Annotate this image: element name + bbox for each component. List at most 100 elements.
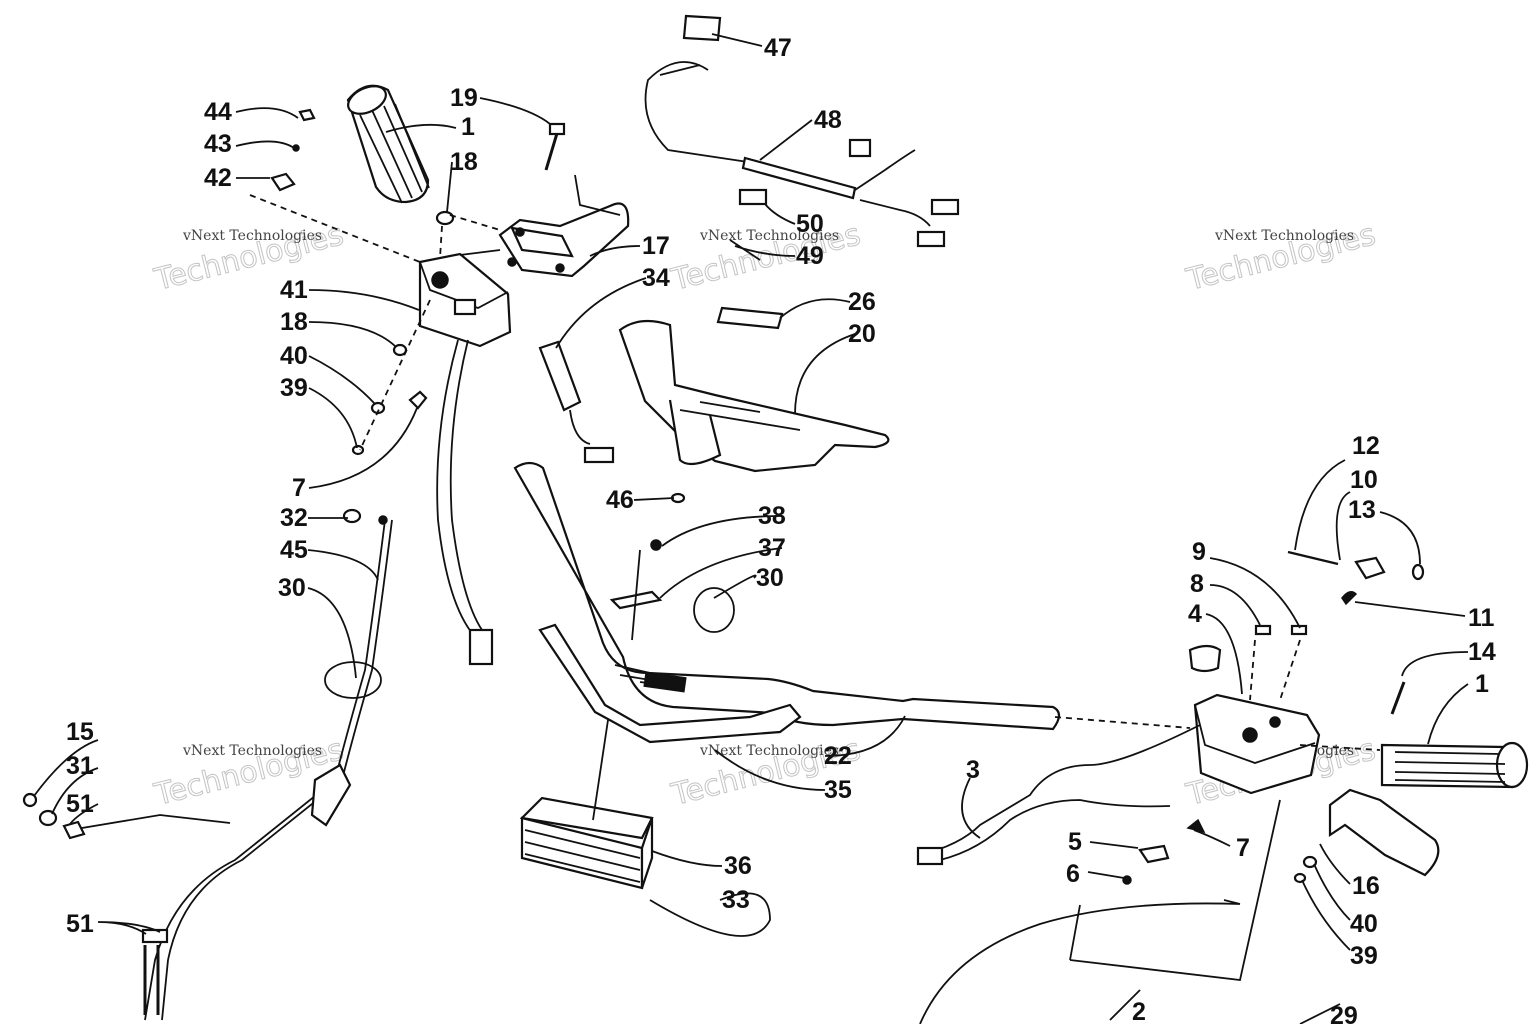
connector bbox=[916, 846, 944, 866]
harness-48 bbox=[644, 14, 960, 248]
watermark-text: vNext Technologies bbox=[182, 743, 322, 759]
callout-47: 47 bbox=[764, 34, 792, 62]
block-10 bbox=[1354, 556, 1386, 580]
clip-11 bbox=[1341, 591, 1358, 606]
callout-8: 8 bbox=[1190, 570, 1204, 598]
callout-51: 51 bbox=[66, 910, 94, 938]
brake-lever-bracket bbox=[498, 202, 630, 278]
callout-29: 29 bbox=[1330, 1002, 1358, 1024]
connector-left bbox=[468, 628, 494, 666]
guide-lines bbox=[592, 549, 641, 821]
callout-36: 36 bbox=[724, 852, 752, 880]
callout-39: 39 bbox=[1350, 942, 1378, 970]
wire-49 bbox=[729, 239, 761, 261]
callout-10: 10 bbox=[1350, 466, 1378, 494]
wiring-harness-right bbox=[919, 724, 1201, 861]
callout-labels: 1 1 2 3 4 5 6 7 7 8 9 10 11 12 13 14 15 … bbox=[66, 34, 1496, 1024]
callout-30: 30 bbox=[756, 564, 784, 592]
nut-40b bbox=[1302, 855, 1318, 869]
watermark-text: vNext Technologies bbox=[182, 228, 322, 244]
callout-5: 5 bbox=[1068, 828, 1082, 856]
callout-43: 43 bbox=[204, 130, 232, 158]
callout-4: 4 bbox=[1188, 600, 1202, 628]
callout-18: 18 bbox=[450, 148, 478, 176]
part-51 bbox=[62, 820, 86, 840]
part-15 bbox=[22, 792, 38, 808]
switch-34 bbox=[538, 340, 615, 464]
callout-7: 7 bbox=[292, 474, 306, 502]
part-31 bbox=[38, 809, 58, 827]
callout-15: 15 bbox=[66, 718, 94, 746]
pad-8 bbox=[1254, 624, 1272, 636]
handlebar bbox=[513, 461, 1061, 744]
nut-13 bbox=[1411, 563, 1425, 581]
cable-assembly bbox=[69, 519, 393, 1021]
leader-lines bbox=[33, 33, 1469, 1021]
callout-1: 1 bbox=[1475, 670, 1489, 698]
callout-31: 31 bbox=[66, 752, 94, 780]
callout-7: 7 bbox=[1236, 834, 1250, 862]
callout-9: 9 bbox=[1192, 538, 1206, 566]
callout-50: 50 bbox=[796, 210, 824, 238]
callout-41: 41 bbox=[280, 276, 308, 304]
screw-7 bbox=[408, 390, 428, 410]
callout-2: 2 bbox=[1132, 998, 1146, 1024]
left-grip bbox=[346, 84, 430, 204]
part-32 bbox=[342, 508, 362, 524]
left-control-housing bbox=[418, 252, 512, 348]
callout-40: 40 bbox=[280, 342, 308, 370]
part-32-pin bbox=[378, 515, 388, 525]
switch-42 bbox=[270, 172, 296, 192]
screw-38 bbox=[650, 539, 662, 551]
mounting-box bbox=[519, 796, 654, 890]
callout-38: 38 bbox=[758, 502, 786, 530]
bolt-19 bbox=[544, 129, 560, 171]
callout-14: 14 bbox=[1468, 638, 1496, 666]
callout-11: 11 bbox=[1468, 604, 1495, 632]
callout-12: 12 bbox=[1352, 432, 1380, 460]
callout-22: 22 bbox=[824, 742, 852, 770]
callout-34: 34 bbox=[642, 264, 670, 292]
clip-5 bbox=[1138, 844, 1170, 864]
watermark-text: vNext Technologies bbox=[1214, 228, 1354, 244]
callout-42: 42 bbox=[204, 164, 232, 192]
callout-32: 32 bbox=[280, 504, 308, 532]
clip-44 bbox=[298, 108, 316, 122]
callout-6: 6 bbox=[1066, 860, 1080, 888]
callout-26: 26 bbox=[848, 288, 876, 316]
right-grip bbox=[1380, 741, 1529, 789]
throttle-lever bbox=[1328, 788, 1440, 877]
nut-39b bbox=[1293, 872, 1307, 884]
callout-51: 51 bbox=[66, 790, 94, 818]
callout-40: 40 bbox=[1350, 910, 1378, 938]
callout-45: 45 bbox=[280, 536, 308, 564]
callout-13: 13 bbox=[1348, 496, 1376, 524]
watermark-text: vNext Technologies bbox=[699, 228, 839, 244]
callout-44: 44 bbox=[204, 98, 232, 126]
callout-49: 49 bbox=[796, 242, 824, 270]
screw-14 bbox=[1390, 681, 1406, 715]
throttle-cable bbox=[919, 899, 1241, 1024]
callout-37: 37 bbox=[758, 534, 786, 562]
bolt-12 bbox=[1287, 550, 1339, 566]
callout-18: 18 bbox=[280, 308, 308, 336]
callout-1: 1 bbox=[461, 113, 475, 141]
callout-35: 35 bbox=[824, 776, 852, 804]
switch-50 bbox=[738, 188, 768, 206]
bolt-head bbox=[548, 122, 566, 136]
callout-3: 3 bbox=[966, 756, 980, 784]
callout-16: 16 bbox=[1352, 872, 1380, 900]
screw-6 bbox=[1122, 875, 1132, 885]
callout-20: 20 bbox=[848, 320, 876, 348]
callout-30: 30 bbox=[278, 574, 306, 602]
cable-guide bbox=[1069, 799, 1341, 1024]
watermark-text: vNext Technologies bbox=[699, 743, 839, 759]
callout-33: 33 bbox=[722, 886, 750, 914]
wiring-harness-left bbox=[436, 339, 483, 641]
nut-39 bbox=[351, 444, 365, 456]
callout-19: 19 bbox=[450, 84, 478, 112]
band-30 bbox=[693, 587, 735, 633]
right-control-housing bbox=[1188, 644, 1321, 795]
washer-18 bbox=[435, 210, 455, 226]
